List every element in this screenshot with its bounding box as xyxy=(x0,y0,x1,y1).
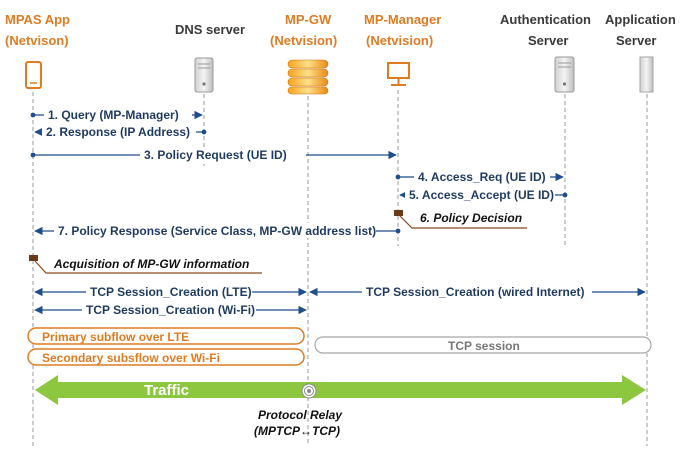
policy-decision-underline xyxy=(399,215,527,229)
message-2-label: 2. Response (IP Address) xyxy=(46,125,190,139)
tcp-wired-label: TCP Session_Creation (wired Internet) xyxy=(366,285,585,299)
traffic-label: Traffic xyxy=(144,382,189,399)
protocol-relay-title: Protocol Relay xyxy=(258,408,343,422)
monitor-icon xyxy=(387,62,410,86)
mp-manager-subtitle: (Netvision) xyxy=(366,33,433,48)
secondary-subflow-label: Secondary subsflow over Wi-Fi xyxy=(42,351,220,365)
message-1-label: 1. Query (MP-Manager) xyxy=(48,108,179,122)
secondary-subflow-pipe xyxy=(27,348,305,366)
policy-decision-note: 6. Policy Decision xyxy=(420,211,522,225)
acquisition-marker xyxy=(29,255,38,261)
tcp-wifi-label: TCP Session_Creation (Wi-Fi) xyxy=(86,303,255,317)
mp-gw-subtitle: (Netvision) xyxy=(270,33,337,48)
acquisition-note: Acquisition of MP-GW information xyxy=(53,257,249,271)
auth-server-title: Authentication xyxy=(500,12,591,27)
acquisition-underline xyxy=(34,260,262,274)
message-5-label: 5. Access_Accept (UE ID) xyxy=(409,188,554,202)
primary-subflow-pipe xyxy=(27,327,305,345)
smartphone-icon xyxy=(25,61,42,89)
database-icon xyxy=(287,59,329,95)
app-server-title: Application xyxy=(605,12,676,27)
message-4-label: 4. Access_Req (UE ID) xyxy=(418,170,546,184)
mp-manager-title: MP-Manager xyxy=(364,12,441,27)
dns-server-icon xyxy=(194,57,214,93)
policy-decision-marker xyxy=(394,210,403,216)
app-server-icon xyxy=(639,56,654,93)
primary-subflow-label: Primary subflow over LTE xyxy=(42,330,189,344)
mpas-app-subtitle: (Netvison) xyxy=(5,33,69,48)
mpas-app-title: MPAS App xyxy=(5,12,70,27)
traffic-arrow xyxy=(35,375,646,405)
protocol-relay-subtitle: (MPTCP↔TCP) xyxy=(254,424,340,438)
auth-server-subtitle: Server xyxy=(528,33,568,48)
mp-gw-title: MP-GW xyxy=(285,12,332,27)
app-server-subtitle: Server xyxy=(616,33,656,48)
auth-server-icon xyxy=(554,56,575,93)
message-3-label: 3. Policy Request (UE ID) xyxy=(144,148,287,162)
tcp-session-pipe xyxy=(314,336,652,354)
tcp-lte-label: TCP Session_Creation (LTE) xyxy=(90,285,252,299)
message-7-label: 7. Policy Response (Service Class, MP-GW… xyxy=(58,224,376,238)
protocol-relay-icon xyxy=(301,383,317,399)
dns-server-title: DNS server xyxy=(175,22,245,37)
tcp-session-label: TCP session xyxy=(448,339,520,353)
